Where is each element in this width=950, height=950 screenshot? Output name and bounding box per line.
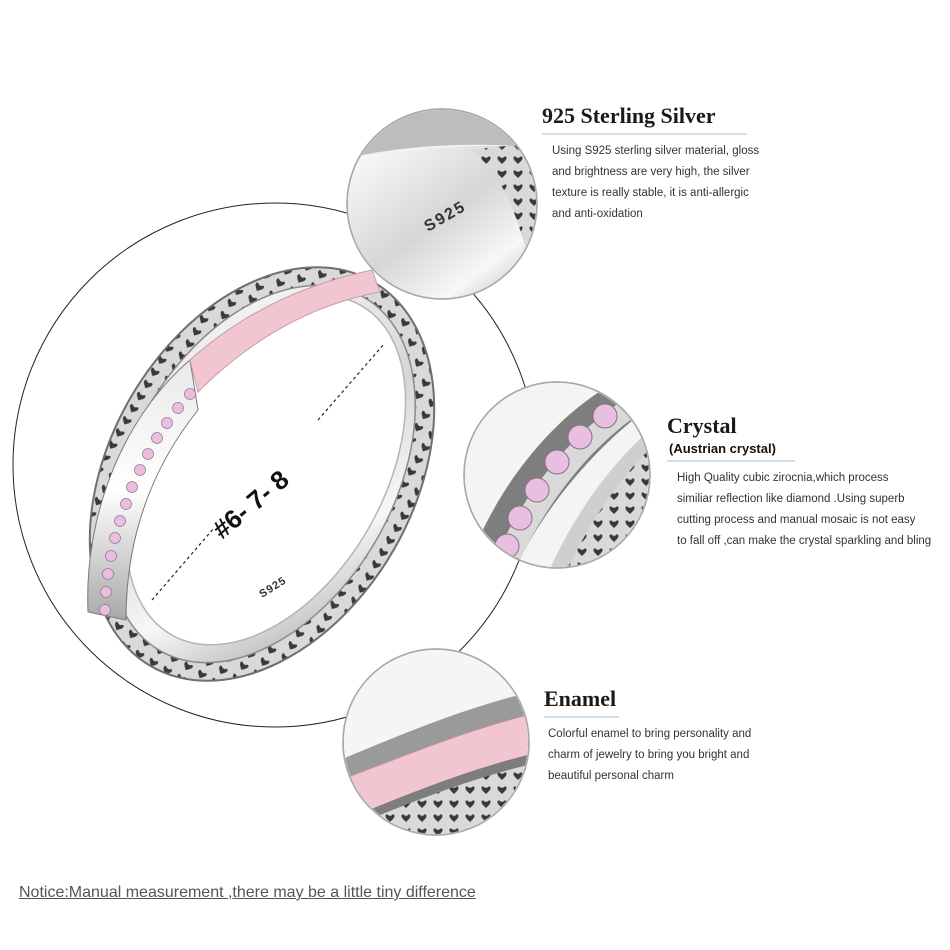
feature-title: 925 Sterling Silver bbox=[542, 103, 716, 128]
description-line: cutting process and manual mosaic is not… bbox=[677, 514, 916, 526]
description-line: Colorful enamel to bring personality and bbox=[548, 728, 752, 740]
feature-enamel: Enamel Colorful enamel to bring personal… bbox=[544, 686, 752, 787]
feature-description: Colorful enamel to bring personality and… bbox=[548, 724, 752, 787]
description-line: to fall off ,can make the crystal sparkl… bbox=[677, 535, 932, 547]
description-line: and brightness are very high, the silver bbox=[552, 166, 750, 178]
zoom-circle-silver: S925 bbox=[346, 108, 538, 300]
description-line: Using S925 sterling silver material, glo… bbox=[552, 145, 760, 157]
main-ring: #6- 7- 8 S925 bbox=[87, 266, 436, 682]
measurement-notice: Notice:Manual measurement ,there may be … bbox=[19, 884, 476, 901]
title-underline bbox=[544, 716, 619, 718]
description-line: similiar reflection like diamond .Using … bbox=[677, 493, 905, 505]
zoom-circle-enamel bbox=[342, 648, 530, 836]
feature-title: Crystal bbox=[667, 413, 737, 438]
description-line: and anti-oxidation bbox=[552, 208, 643, 220]
feature-subtitle: (Austrian crystal) bbox=[669, 441, 776, 456]
title-underline bbox=[667, 460, 795, 462]
description-line: High Quality cubic zirocnia,which proces… bbox=[677, 472, 889, 484]
feature-description: Using S925 sterling silver material, glo… bbox=[552, 141, 760, 225]
description-line: texture is really stable, it is anti-all… bbox=[552, 187, 749, 199]
feature-sterling-silver: 925 Sterling Silver Using S925 sterling … bbox=[542, 103, 760, 225]
feature-title: Enamel bbox=[544, 686, 617, 711]
feature-crystal: Crystal (Austrian crystal) High Quality … bbox=[667, 413, 932, 552]
zoom-circle-crystal bbox=[463, 381, 651, 569]
feature-description: High Quality cubic zirocnia,which proces… bbox=[677, 468, 932, 552]
description-line: beautiful personal charm bbox=[548, 770, 674, 782]
description-line: charm of jewelry to bring you bright and bbox=[548, 749, 750, 761]
title-underline bbox=[542, 133, 747, 135]
